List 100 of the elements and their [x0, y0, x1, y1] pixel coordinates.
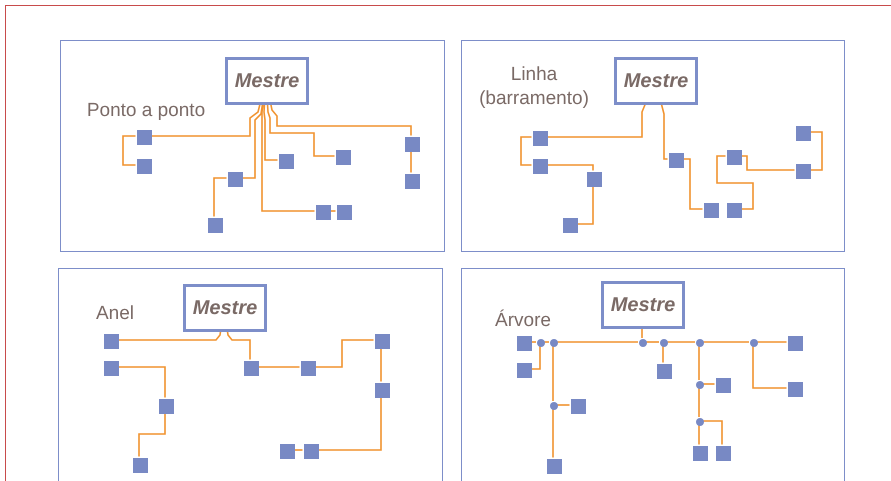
device-square: [136, 130, 152, 144]
device-square: [516, 336, 532, 350]
device-square: [404, 174, 420, 188]
cable-line: [118, 330, 222, 341]
panel-title: Ponto a ponto: [86, 99, 206, 123]
cable-line: [646, 341, 659, 343]
device-square: [586, 172, 602, 186]
cable-line: [641, 328, 643, 338]
cable-line: [703, 341, 749, 343]
cable-line: [662, 346, 664, 362]
cable-line: [530, 341, 536, 343]
cable-line: [380, 348, 382, 382]
device-square: [404, 136, 420, 152]
device-square: [532, 158, 548, 174]
cable-line: [520, 136, 532, 166]
junction-dot: [696, 418, 704, 426]
junction-dot: [639, 339, 647, 347]
cable-line: [576, 186, 594, 225]
master-box: Mestre: [183, 284, 267, 332]
master-box: Mestre: [614, 57, 698, 105]
cable-line: [698, 388, 700, 417]
cable-line: [552, 409, 554, 458]
device-square: [316, 204, 330, 220]
device-square: [336, 204, 352, 220]
device-square: [726, 150, 742, 164]
cable-line: [270, 104, 412, 136]
junction-dot: [660, 339, 668, 347]
cable-line: [530, 346, 541, 370]
device-square: [158, 398, 174, 414]
device-square: [300, 360, 316, 376]
device-square: [104, 334, 118, 348]
cable-line: [263, 104, 278, 161]
device-square: [136, 158, 152, 174]
junction-dot: [696, 339, 704, 347]
device-square: [546, 458, 562, 474]
junction-dot: [750, 339, 758, 347]
device-square: [374, 382, 390, 398]
device-square: [788, 382, 802, 396]
cable-line: [740, 155, 794, 171]
cable-line: [810, 131, 823, 171]
cable-line: [258, 366, 300, 368]
device-square: [726, 202, 742, 218]
device-square: [796, 126, 810, 140]
device-square: [374, 334, 390, 348]
device-square: [228, 172, 242, 186]
panel-title: Árvore: [494, 309, 552, 333]
cable-line: [261, 104, 314, 212]
cable-line: [752, 346, 786, 389]
topology-panel: [461, 268, 845, 481]
device-square: [532, 130, 548, 146]
device-square: [716, 446, 730, 460]
device-square: [692, 446, 708, 460]
cable-line: [330, 210, 336, 212]
master-box: Mestre: [225, 57, 309, 105]
cable-line: [150, 104, 261, 137]
cable-line: [716, 155, 754, 210]
cable-line: [682, 158, 702, 210]
cable-line: [410, 150, 412, 172]
device-square: [336, 150, 350, 164]
cable-line: [318, 396, 382, 451]
device-square: [716, 378, 730, 392]
device-square: [668, 152, 684, 168]
cable-line: [138, 412, 166, 456]
cable-line: [294, 449, 302, 451]
topology-panel: [58, 268, 443, 481]
cable-line: [698, 346, 700, 380]
cable-line: [546, 104, 646, 138]
device-square: [244, 360, 258, 376]
cable-line: [557, 341, 638, 343]
cable-line: [667, 341, 695, 343]
junction-dot: [550, 402, 558, 410]
cable-line: [544, 341, 549, 343]
device-square: [104, 360, 118, 376]
device-square: [280, 444, 294, 458]
cable-line: [266, 104, 334, 157]
cable-line: [660, 104, 668, 160]
cable-line: [546, 164, 594, 170]
device-square: [208, 218, 222, 232]
cable-line: [552, 346, 554, 401]
topology-panel: [60, 40, 445, 252]
topology-panel: [461, 40, 845, 252]
cable-line: [703, 383, 714, 385]
device-square: [788, 336, 802, 350]
cable-line: [226, 330, 251, 360]
device-square: [132, 458, 148, 472]
cable-line: [213, 177, 226, 216]
panel-title: Anel: [94, 302, 136, 326]
cable-line: [242, 104, 264, 179]
device-square: [796, 164, 810, 178]
cable-line: [122, 135, 136, 166]
cable-line: [557, 404, 570, 406]
device-square: [304, 444, 318, 458]
device-square: [278, 154, 294, 168]
device-square: [704, 202, 718, 218]
device-square: [570, 398, 586, 414]
device-square: [656, 364, 672, 378]
master-box: Mestre: [601, 281, 685, 329]
device-square: [516, 362, 532, 378]
device-square: [562, 218, 578, 232]
junction-dot: [537, 339, 545, 347]
